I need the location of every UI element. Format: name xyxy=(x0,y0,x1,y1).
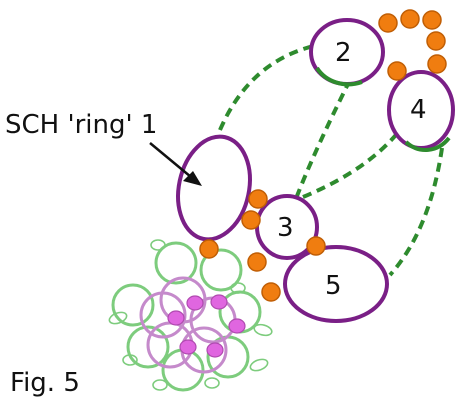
bead xyxy=(199,239,219,259)
bead xyxy=(261,282,281,302)
bead xyxy=(241,210,261,230)
ring-1 xyxy=(176,134,252,242)
bead xyxy=(422,10,442,30)
ring-3-number: 3 xyxy=(277,213,294,243)
flower-beads xyxy=(167,294,246,358)
flower-picots xyxy=(108,239,273,391)
bead xyxy=(248,189,268,209)
ring-4 xyxy=(387,70,455,153)
bead xyxy=(378,13,398,33)
bead xyxy=(247,252,267,272)
flower-outer-rings xyxy=(111,241,262,392)
ring-2-number: 2 xyxy=(335,38,352,68)
flower-motif xyxy=(108,239,273,392)
flower-inner-rings xyxy=(139,276,237,374)
dashed-thread-ring3-to-ring4 xyxy=(302,128,402,199)
orange-beads xyxy=(199,9,447,302)
ring-2-green-arc xyxy=(315,66,363,87)
dashed-threads xyxy=(218,43,444,277)
bead xyxy=(387,61,407,81)
dashed-thread-ring4-to-ring5 xyxy=(388,147,444,277)
callout-arrow xyxy=(149,142,202,186)
ring-4-green-arc xyxy=(404,136,451,153)
bead xyxy=(426,31,446,51)
ring-2 xyxy=(309,18,385,87)
dashed-thread-ring1-to-ring2 xyxy=(218,43,319,131)
ring-5-number: 5 xyxy=(325,271,342,301)
bead xyxy=(306,236,326,256)
figure-caption: Fig. 5 xyxy=(10,368,80,398)
callout-label: SCH 'ring' 1 xyxy=(5,110,158,140)
ring-4-number: 4 xyxy=(410,95,427,125)
bead xyxy=(400,9,420,29)
dashed-thread-ring2-to-ring3 xyxy=(295,79,352,197)
bead xyxy=(427,54,447,74)
ring-5 xyxy=(283,245,389,323)
